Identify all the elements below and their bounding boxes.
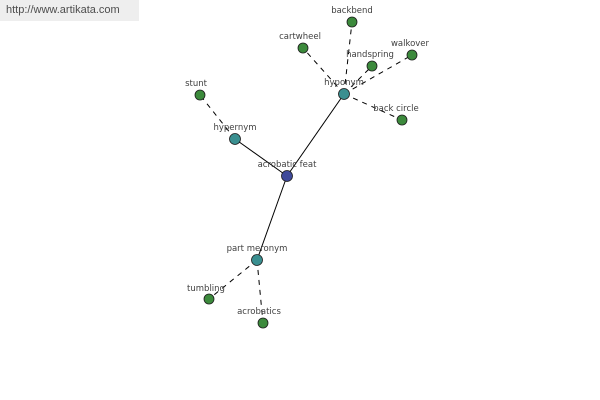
node-label-handspring: handspring bbox=[346, 50, 394, 60]
site-url-link[interactable]: http://www.artikata.com bbox=[0, 0, 139, 21]
node-label-hyponym: hyponym bbox=[324, 78, 364, 88]
node-label-walkover: walkover bbox=[391, 39, 430, 49]
node-hypernym[interactable] bbox=[229, 133, 241, 145]
edge-hyponym-handspring bbox=[343, 65, 373, 95]
node-backcircle[interactable] bbox=[396, 114, 408, 126]
edge-hyponym-backbend bbox=[343, 21, 353, 95]
node-label-meronym: part meronym bbox=[227, 244, 288, 254]
node-label-backbend: backbend bbox=[331, 6, 373, 16]
edge-center-hypernym bbox=[234, 138, 288, 177]
node-cartwheel[interactable] bbox=[297, 42, 309, 54]
node-meronym[interactable] bbox=[251, 254, 263, 266]
node-walkover[interactable] bbox=[406, 49, 418, 61]
edge-hyponym-backcircle bbox=[343, 93, 403, 121]
node-label-tumbling: tumbling bbox=[187, 284, 225, 294]
edge-hyponym-cartwheel bbox=[302, 47, 345, 95]
labels-layer: acrobatic feat hyponym hypernym part merony… bbox=[185, 6, 429, 317]
edge-center-meronym bbox=[256, 175, 288, 261]
edge-hyponym-walkover bbox=[343, 54, 413, 95]
node-label-backcircle: back circle bbox=[373, 104, 419, 114]
node-hyponym[interactable] bbox=[338, 88, 350, 100]
node-stunt[interactable] bbox=[194, 89, 206, 101]
node-backbend[interactable] bbox=[346, 16, 358, 28]
edge-meronym-acrobatics bbox=[256, 259, 264, 324]
node-label-cartwheel: cartwheel bbox=[279, 32, 321, 42]
node-label-acrobatics: acrobatics bbox=[237, 307, 281, 317]
node-label-stunt: stunt bbox=[185, 79, 208, 89]
node-label-center: acrobatic feat bbox=[258, 160, 317, 170]
node-tumbling[interactable] bbox=[203, 293, 215, 305]
edges-layer bbox=[199, 21, 413, 324]
node-handspring[interactable] bbox=[366, 60, 378, 72]
node-label-hypernym: hypernym bbox=[213, 123, 256, 133]
node-center[interactable] bbox=[281, 170, 293, 182]
edge-meronym-tumbling bbox=[208, 259, 258, 300]
nodes-layer bbox=[194, 16, 418, 329]
node-acrobatics[interactable] bbox=[257, 317, 269, 329]
edge-center-hyponym bbox=[286, 93, 345, 177]
